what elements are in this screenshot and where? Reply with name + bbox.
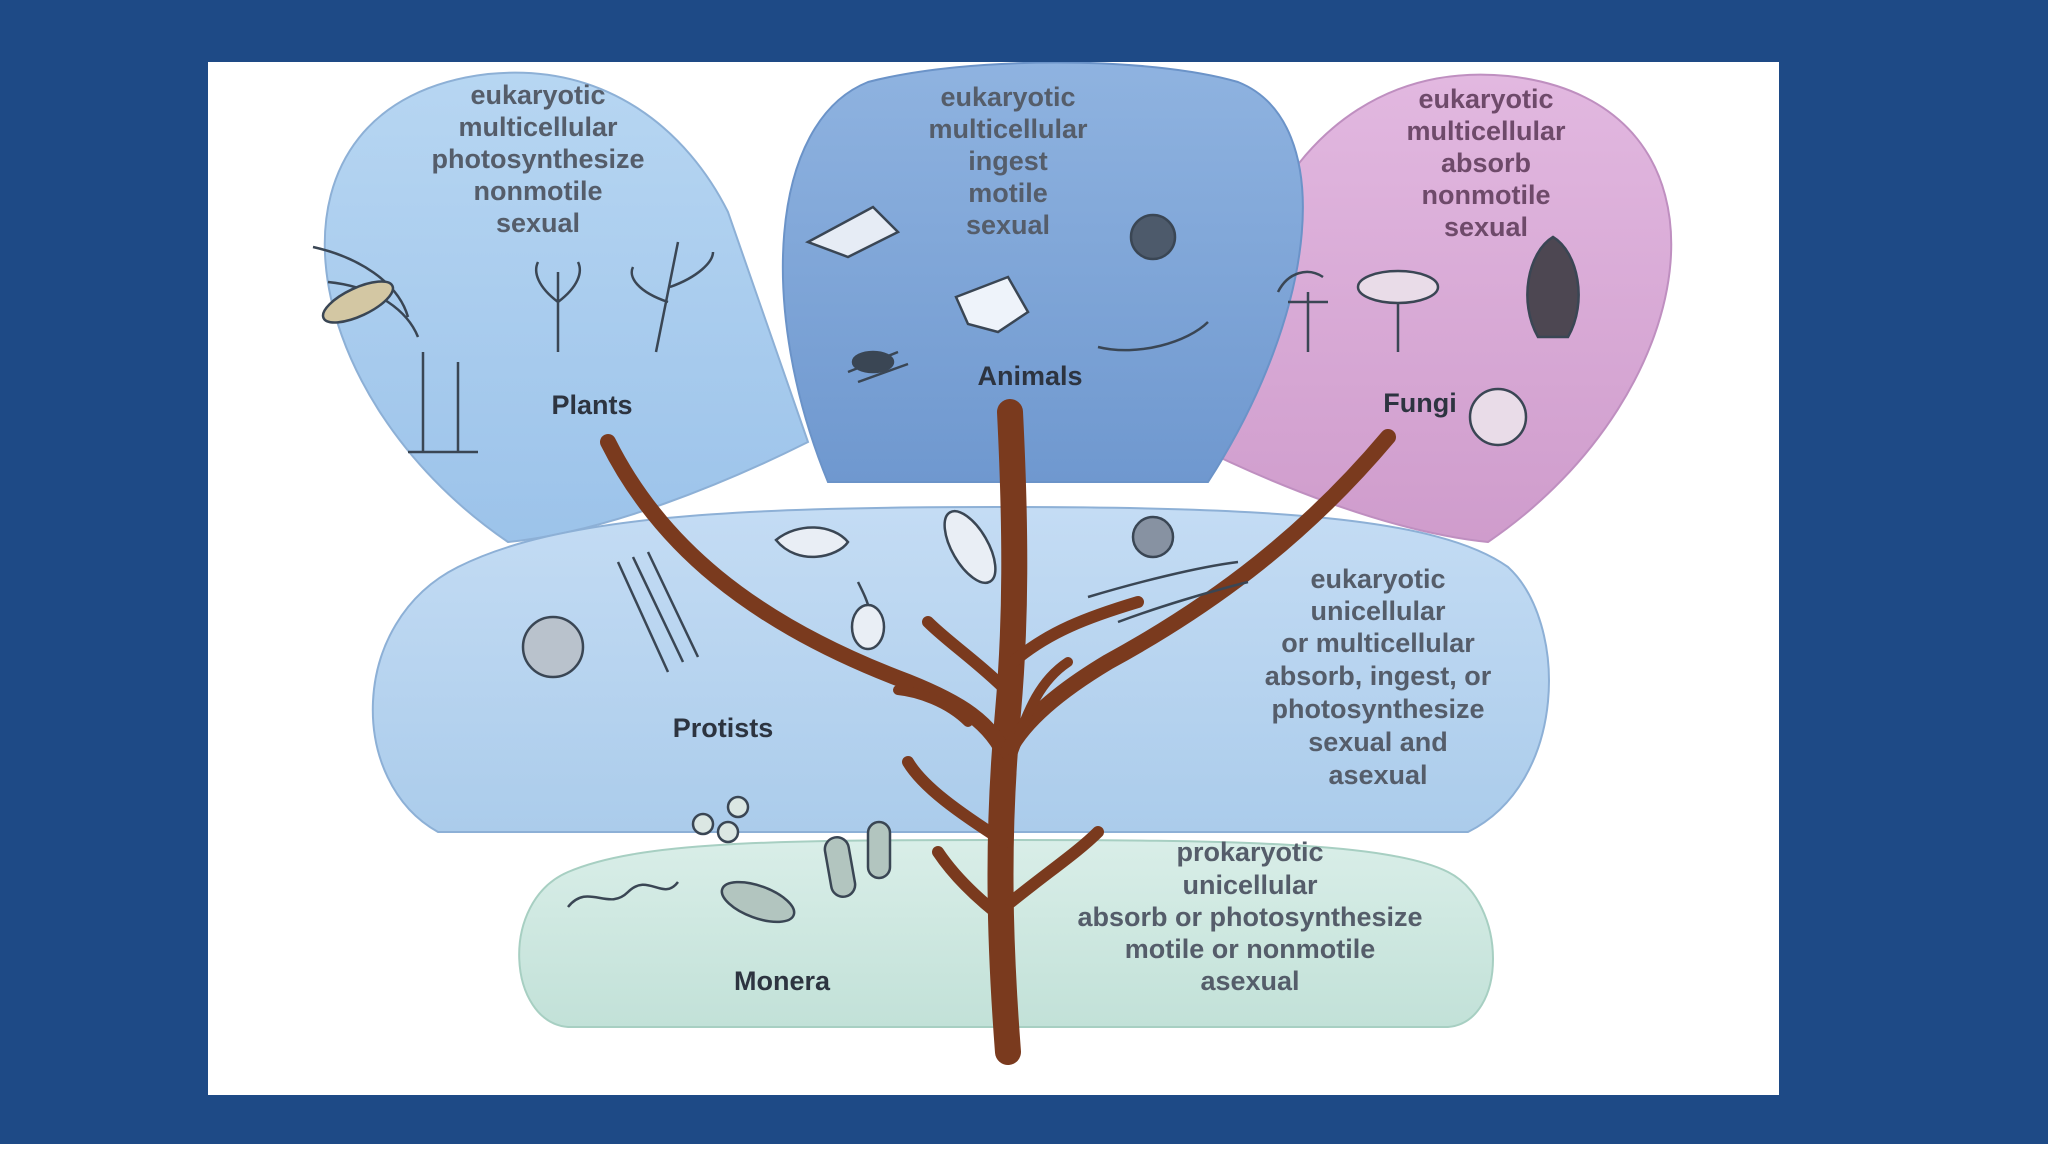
protists-trait: sexual and <box>1308 727 1448 757</box>
protists-label: Protists <box>673 713 774 743</box>
plants-trait: nonmotile <box>474 176 603 206</box>
fungi-label: Fungi <box>1383 388 1456 418</box>
monera-trait: unicellular <box>1182 870 1318 900</box>
plants-trait: eukaryotic <box>470 80 605 110</box>
protists-trait: eukaryotic <box>1310 564 1445 594</box>
protists-trait: asexual <box>1328 760 1427 790</box>
fungi-trait: sexual <box>1444 212 1528 242</box>
slide-title <box>100 0 1660 10</box>
fungi-trait: multicellular <box>1406 116 1566 146</box>
monera-trait: asexual <box>1200 966 1299 996</box>
plants-trait: sexual <box>496 208 580 238</box>
protists-trait: absorb, ingest, or <box>1265 661 1492 691</box>
protists-trait: unicellular <box>1310 596 1446 626</box>
diagram-panel: Plants Animals Fungi Protists Monera euk… <box>208 62 1779 1095</box>
animals-trait: motile <box>968 178 1048 208</box>
protists-trait: photosynthesize <box>1271 694 1484 724</box>
protists-trait: or multicellular <box>1281 628 1475 658</box>
plants-trait: multicellular <box>458 112 618 142</box>
monera-trait: absorb or photosynthesize <box>1077 902 1422 932</box>
fungi-trait: absorb <box>1441 148 1531 178</box>
animals-trait: ingest <box>968 146 1048 176</box>
monera-trait: prokaryotic <box>1176 837 1323 867</box>
monera-label: Monera <box>734 966 831 996</box>
fungi-trait: nonmotile <box>1422 180 1551 210</box>
animals-label: Animals <box>977 361 1082 391</box>
animals-trait: eukaryotic <box>940 82 1075 112</box>
plants-label: Plants <box>551 390 632 420</box>
plants-trait: photosynthesize <box>431 144 644 174</box>
five-kingdoms-diagram: Plants Animals Fungi Protists Monera euk… <box>208 62 1779 1095</box>
animals-trait: sexual <box>966 210 1050 240</box>
animals-trait: multicellular <box>928 114 1088 144</box>
fungi-trait: eukaryotic <box>1418 84 1553 114</box>
monera-trait: motile or nonmotile <box>1125 934 1376 964</box>
